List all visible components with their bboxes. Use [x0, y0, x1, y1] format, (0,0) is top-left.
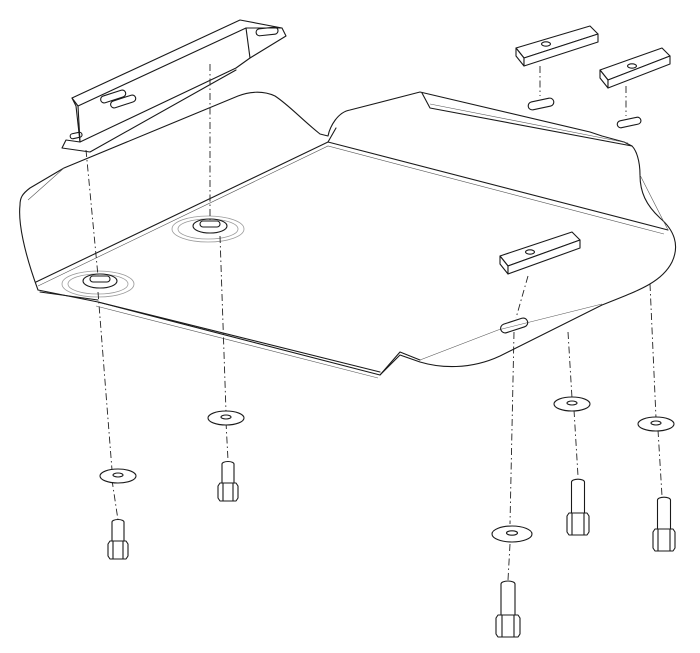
mounting-bracket: [61, 19, 287, 153]
washer-5: [637, 416, 675, 432]
washer-4: [553, 396, 591, 412]
rear-flange-slots: [527, 97, 642, 129]
skid-plate: [19, 91, 677, 379]
spacer-block-front: [499, 231, 581, 275]
bolt-4: [566, 478, 590, 536]
assembly-centerlines: [85, 64, 663, 581]
bolt-1: [107, 518, 129, 560]
spacer-block-rear-left: [515, 25, 599, 67]
spacer-block-rear-right: [599, 47, 671, 89]
bolt-2: [217, 460, 239, 502]
washer-1: [99, 468, 137, 484]
bolt-3: [495, 580, 521, 638]
front-tab-slot: [500, 317, 529, 334]
bolt-5: [652, 496, 676, 552]
washer-2: [207, 410, 245, 426]
washer-3: [491, 525, 533, 543]
